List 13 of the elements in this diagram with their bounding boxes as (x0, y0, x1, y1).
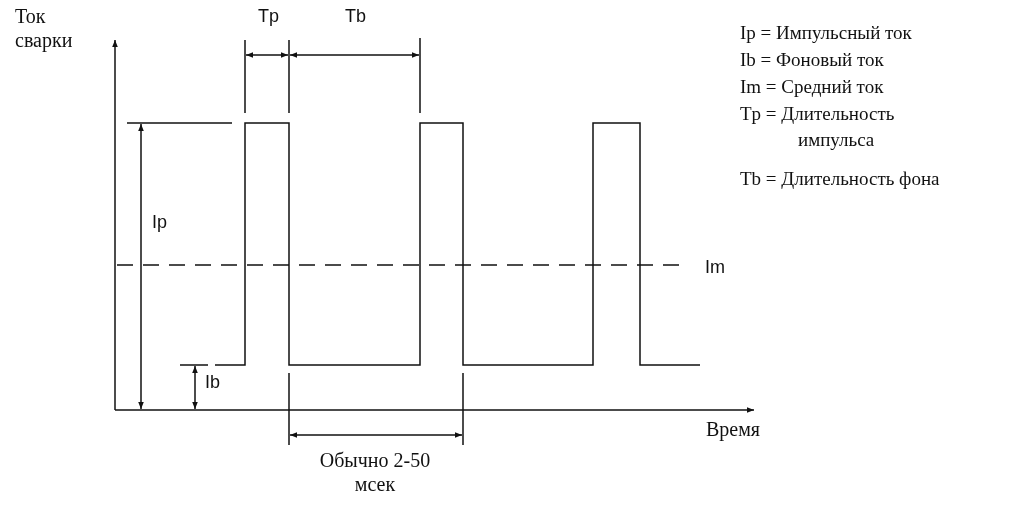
legend-definition: Tp = Длительность импульса (740, 102, 896, 152)
dimension-label: Ib (205, 372, 220, 394)
legend-definition: Ib = Фоновый ток (740, 48, 885, 72)
dimension-label: Tp (258, 6, 279, 28)
dimension-label: Обычно 2-50 мсек (318, 448, 432, 496)
legend-definition: Im = Средний ток (740, 75, 885, 99)
level-label: Im (705, 257, 725, 279)
dimension-label: Ip (152, 212, 167, 234)
axis-label: Ток сварки (15, 4, 74, 52)
legend-definition: Ip = Импульсный ток (740, 21, 913, 45)
dimension-label: Tb (345, 6, 366, 28)
legend-definition: Tb = Длительность фона (740, 167, 941, 191)
axis-label: Время (706, 417, 761, 441)
